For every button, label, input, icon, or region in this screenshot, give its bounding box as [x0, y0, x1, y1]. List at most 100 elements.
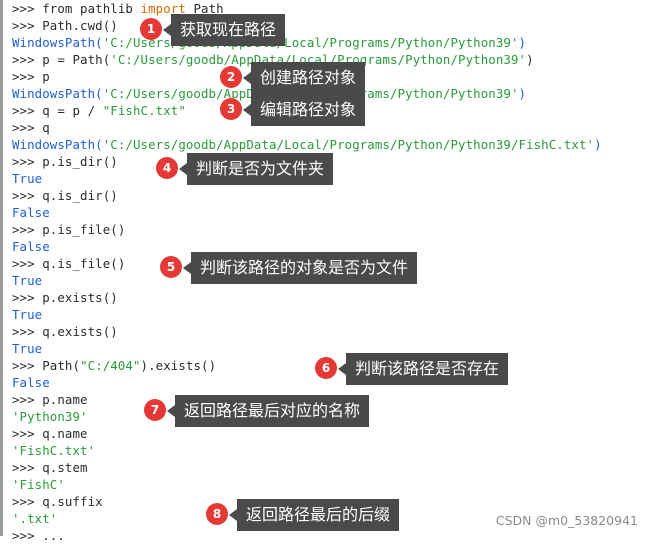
string-literal: 'C:/Users/goodb/AppData/Local/Programs/P…	[102, 35, 519, 50]
code: from pathlib	[42, 1, 141, 16]
code: q.suffix	[42, 494, 103, 509]
console-line: >>> p.exists()	[12, 289, 118, 306]
output: True	[12, 307, 43, 322]
code: p	[42, 69, 50, 84]
console-line: >>> Path("C:/404").exists()	[12, 357, 216, 374]
code: p.exists()	[42, 290, 118, 305]
code: )	[526, 52, 534, 67]
code: q = p /	[42, 103, 103, 118]
prompt: >>>	[12, 392, 43, 407]
console-line: >>> p.name	[12, 391, 88, 408]
console-output: True	[12, 272, 42, 289]
annotation-badge-7: 7	[144, 399, 166, 421]
prompt: >>>	[12, 154, 43, 169]
string-literal: 'FishC.txt'	[12, 443, 96, 458]
prompt: >>>	[12, 18, 43, 33]
output: True	[12, 273, 43, 288]
code: p = Path(	[42, 52, 111, 67]
keyword: import	[140, 1, 186, 16]
console-output: 'FishC'	[12, 476, 65, 493]
prompt: >>>	[12, 256, 43, 271]
output: )	[518, 35, 527, 50]
console-line: >>> Path.cwd()	[12, 17, 118, 34]
output: WindowsPath(	[12, 137, 103, 152]
prompt: >>>	[12, 188, 43, 203]
code: Path	[185, 1, 224, 16]
string-literal: '.txt'	[12, 511, 58, 526]
output: False	[12, 205, 50, 220]
code: q.is_file()	[42, 256, 126, 271]
console-line: >>> q.exists()	[12, 323, 118, 340]
console-line: >>> q.name	[12, 425, 88, 442]
console-output: False	[12, 238, 50, 255]
annotation-badge-2: 2	[220, 66, 242, 88]
console-output: True	[12, 170, 42, 187]
code: p.name	[42, 392, 88, 407]
prompt: >>>	[12, 69, 43, 84]
console-line: >>> p	[12, 68, 50, 85]
prompt: >>>	[12, 426, 43, 441]
code: p.is_dir()	[42, 154, 118, 169]
console-output: True	[12, 340, 42, 357]
console-line: >>> q.is_dir()	[12, 187, 118, 204]
prompt: >>>	[12, 120, 43, 135]
annotation-badge-8: 8	[206, 503, 228, 525]
console-output: 'Python39'	[12, 408, 88, 425]
annotation-label-8: 返回路径最后的后缀	[228, 499, 400, 531]
code: q	[42, 120, 50, 135]
console-output: False	[12, 204, 50, 221]
annotation-badge-3: 3	[220, 98, 242, 120]
prompt: >>>	[12, 1, 43, 16]
console-output: False	[12, 374, 50, 391]
prompt: >>>	[12, 460, 43, 475]
string-literal: "FishC.txt"	[102, 103, 186, 118]
output: )	[594, 137, 602, 152]
console-output: WindowsPath('C:/Users/goodb/AppData/Loca…	[12, 136, 602, 153]
annotation-label-7: 返回路径最后对应的名称	[166, 395, 370, 427]
string-literal: 'C:/Users/goodb/AppData/Local/Programs/P…	[110, 52, 527, 67]
code: ).exists()	[140, 358, 217, 373]
prompt: >>>	[12, 324, 43, 339]
code: q.name	[42, 426, 88, 441]
prompt: >>>	[12, 222, 43, 237]
console-line: >>> q	[12, 119, 50, 136]
prompt: >>>	[12, 103, 43, 118]
output: )	[518, 86, 527, 101]
annotation-label-5: 判断该路径的对象是否为文件	[182, 252, 418, 284]
output: WindowsPath(	[12, 86, 103, 101]
console-line: >>> from pathlib import Path	[12, 0, 224, 17]
console-line: >>> p.is_file()	[12, 221, 125, 238]
output: True	[12, 341, 43, 356]
code: q.stem	[42, 460, 88, 475]
console-line: >>> q.is_file()	[12, 255, 125, 272]
string-literal: "C:/404"	[80, 358, 141, 373]
prompt: >>>	[12, 494, 43, 509]
string-literal: 'Python39'	[12, 409, 88, 424]
prompt: >>>	[12, 358, 43, 373]
prompt: >>>	[12, 290, 43, 305]
console-line: >>> q.stem	[12, 459, 88, 476]
annotation-badge-1: 1	[140, 18, 162, 40]
console-line: >>> p = Path('C:/Users/goodb/AppData/Loc…	[12, 51, 534, 68]
annotation-badge-6: 6	[315, 357, 337, 379]
annotation-label-6: 判断该路径是否存在	[337, 353, 509, 385]
console-output: '.txt'	[12, 510, 57, 527]
code: Path.cwd()	[42, 18, 118, 33]
code: p.is_file()	[42, 222, 126, 237]
code: q.is_dir()	[42, 188, 118, 203]
output: False	[12, 375, 50, 390]
code: q.exists()	[42, 324, 118, 339]
output: WindowsPath(	[12, 35, 103, 50]
annotation-badge-4: 4	[156, 157, 178, 179]
string-literal: 'FishC'	[12, 477, 65, 492]
annotation-label-2: 创建路径对象	[242, 62, 366, 94]
console-line: >>> q = p / "FishC.txt"	[12, 102, 186, 119]
console-line: >>> p.is_dir()	[12, 153, 118, 170]
output: True	[12, 171, 43, 186]
string-literal: 'C:/Users/goodb/AppData/Local/Programs/P…	[102, 137, 595, 152]
output: False	[12, 239, 50, 254]
annotation-label-3: 编辑路径对象	[242, 94, 366, 126]
prompt: >>>	[12, 52, 43, 67]
console-line: >>> q.suffix	[12, 493, 103, 510]
